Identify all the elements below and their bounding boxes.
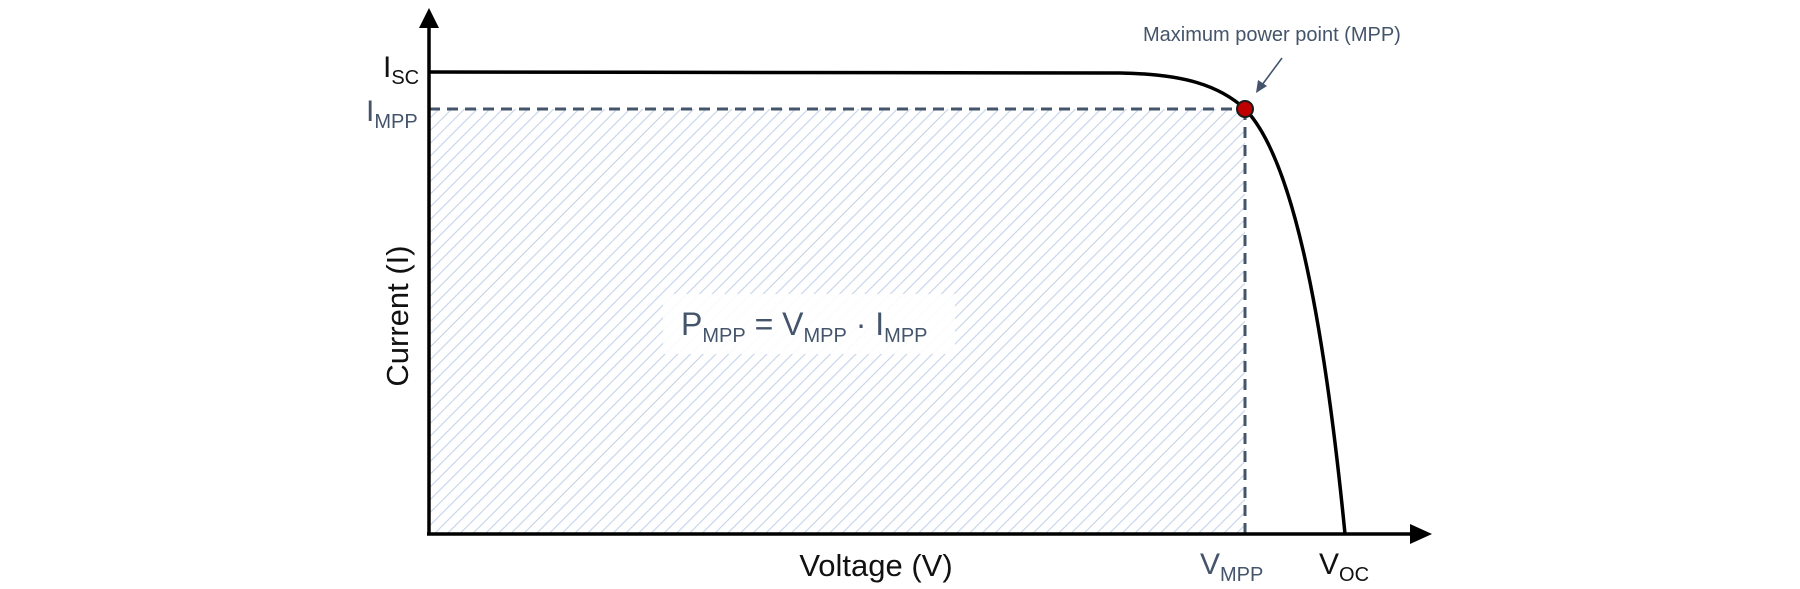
- y-axis-label: Current (I): [380, 245, 415, 386]
- mpp-pointer-arrow-icon: [1256, 80, 1267, 93]
- mpp-pointer-line: [1261, 57, 1283, 86]
- voc-label: VOC: [1319, 548, 1369, 586]
- iv-curve: [428, 70, 1347, 535]
- pmpp-formula: PMPP = VMPP · IMPP: [681, 306, 928, 347]
- x-axis-arrow-icon: [1410, 524, 1432, 544]
- mpp-point-icon: [1236, 100, 1254, 118]
- y-axis-arrow-icon: [419, 8, 439, 28]
- formula-box: [663, 294, 955, 354]
- isc-label: ISC: [383, 51, 419, 89]
- impp-label: IMPP: [366, 95, 418, 133]
- vmpp-label: VMPP: [1200, 548, 1263, 586]
- x-axis-label: Voltage (V): [799, 548, 952, 583]
- mpp-annotation: Maximum power point (MPP): [1143, 24, 1401, 46]
